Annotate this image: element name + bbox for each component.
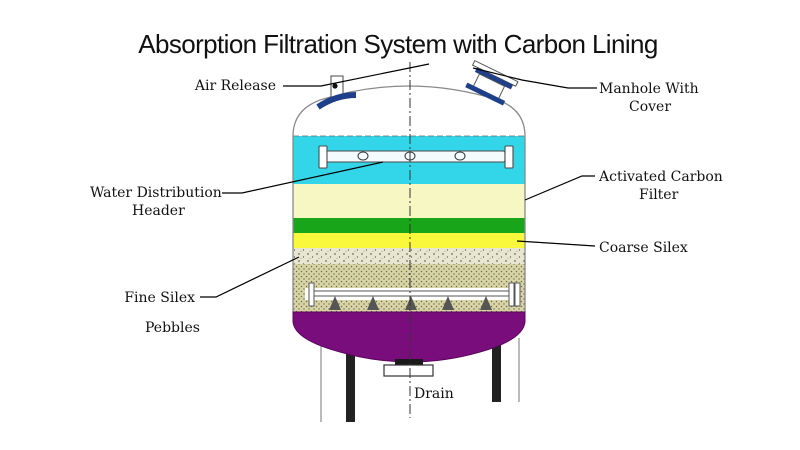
fine-silex-leader (200, 256, 300, 298)
collector-flange-left (308, 282, 315, 307)
drain-flange (383, 364, 434, 377)
label-water-dist-line1: Water Distribution (90, 185, 222, 201)
right-leg (492, 338, 501, 402)
coarse-silex-leader (516, 240, 596, 247)
strainer-nozzle (480, 296, 492, 310)
label-manhole-line2: Cover (629, 99, 671, 115)
label-coarse-silex: Coarse Silex (599, 240, 688, 256)
pipe-flange-right (504, 145, 514, 169)
label-manhole-line1: Manhole With (599, 81, 699, 97)
manhole-leader (472, 67, 597, 89)
label-drain: Drain (414, 386, 454, 402)
activated-carbon-leader (524, 175, 595, 201)
label-activated-line1: Activated Carbon (598, 169, 723, 185)
coarse-silex-layer (293, 233, 525, 248)
pipe-orifice-1 (357, 151, 369, 161)
diagram-title: Absorption Filtration System with Carbon… (138, 29, 658, 59)
tank-bottom-dome (292, 311, 526, 363)
pipe-orifice-3 (454, 151, 466, 161)
collector-flange-right-b (514, 282, 521, 307)
green-carbon-band (293, 218, 525, 233)
manhole-base (465, 82, 506, 106)
collector-pipe (308, 290, 519, 297)
label-fine-silex: Fine Silex (124, 290, 195, 306)
pipe-flange-left (318, 145, 328, 169)
label-pebbles: Pebbles (145, 320, 200, 336)
fine-silex-dots (293, 248, 525, 264)
air-release-leader (283, 63, 430, 87)
strainer-nozzle (405, 296, 417, 310)
tank-top-dome (292, 85, 526, 137)
water-distribution-leader (222, 161, 384, 194)
activated-carbon-layer (293, 184, 525, 218)
air-release-base (316, 92, 357, 110)
manhole-cover (474, 67, 514, 90)
strainer-nozzle (442, 296, 454, 310)
label-air-release: Air Release (194, 78, 276, 94)
label-activated-line2: Filter (639, 187, 679, 203)
strainer-nozzle (329, 296, 341, 310)
strainer-nozzle (367, 296, 379, 310)
left-leg (346, 338, 355, 422)
label-water-dist-line2: Header (132, 203, 185, 219)
air-release-knob (332, 83, 338, 89)
drain-neck (395, 359, 423, 367)
collector-flange-right-a (508, 282, 515, 307)
